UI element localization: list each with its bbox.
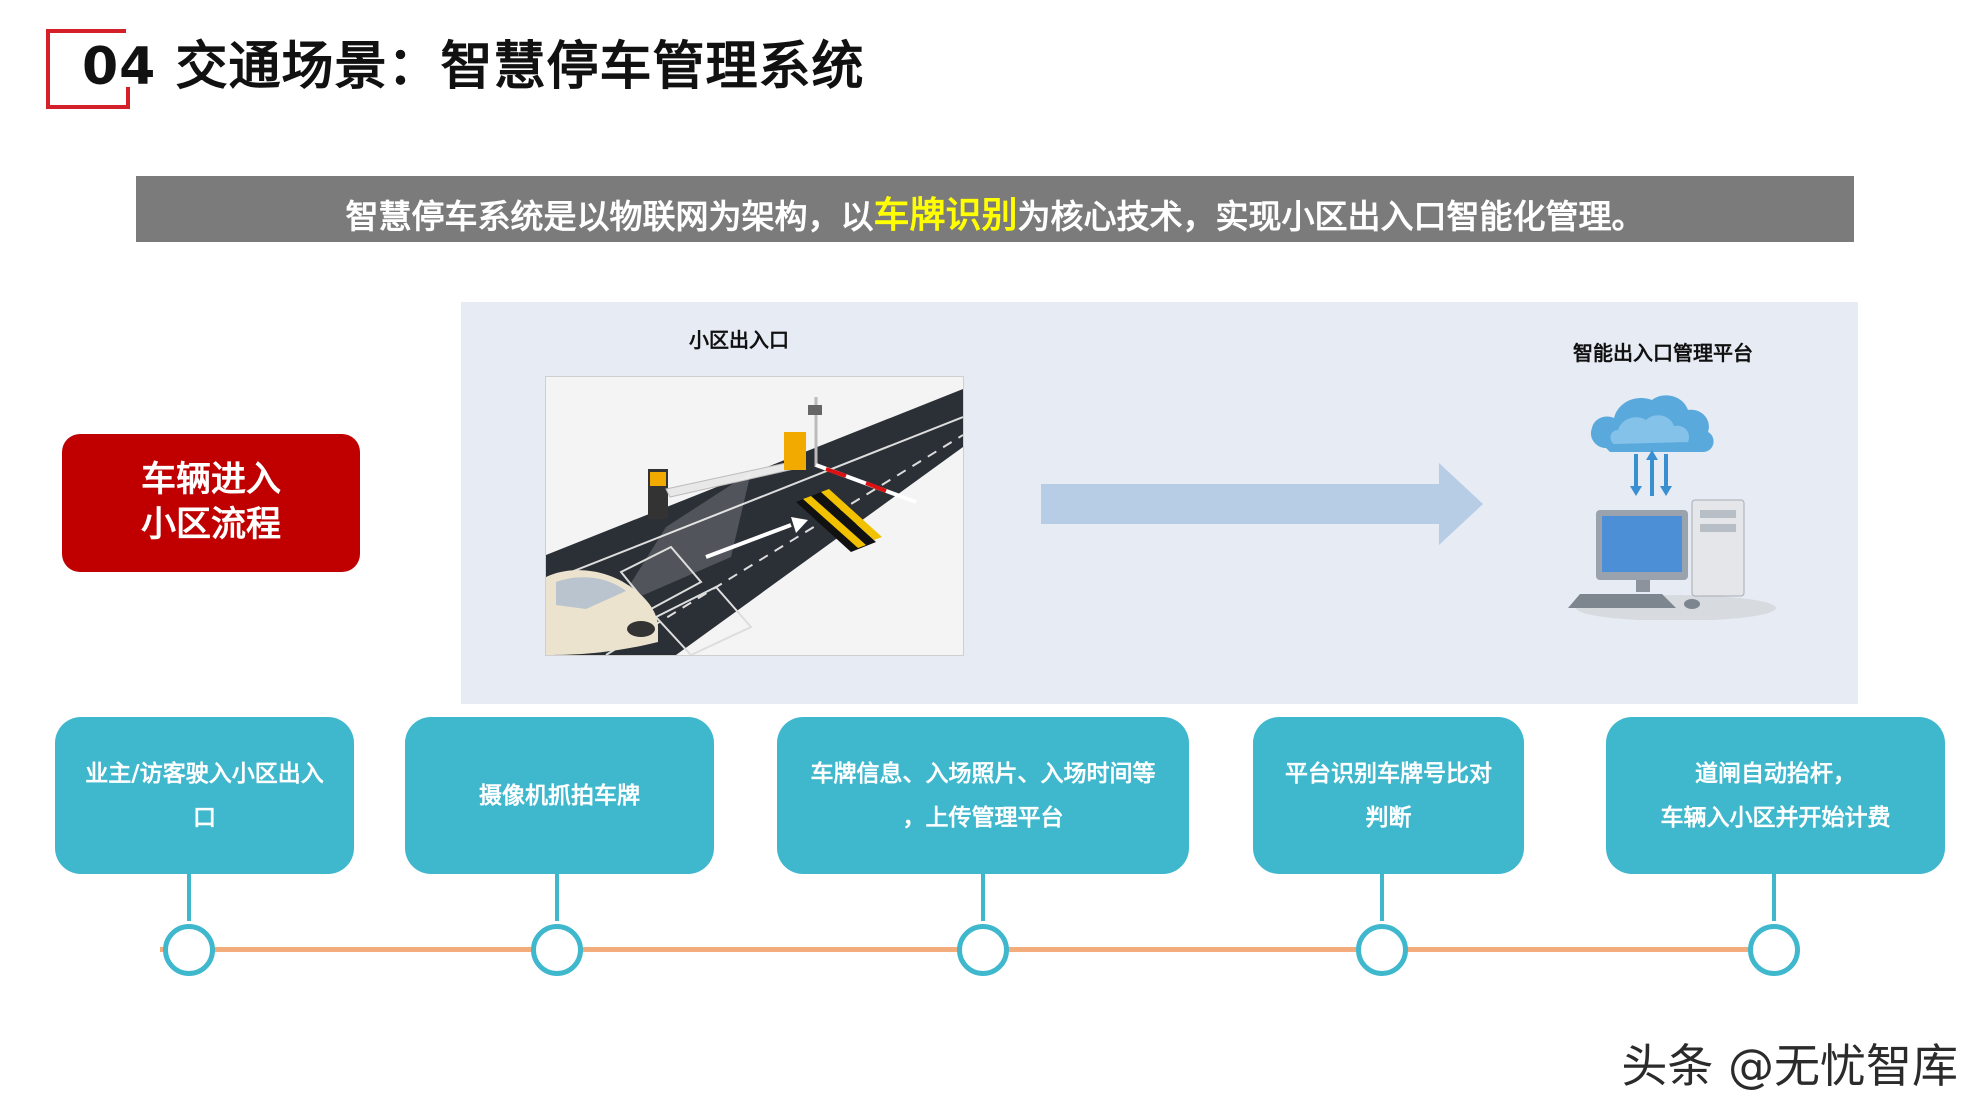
flow-arrow-icon [1041,463,1483,545]
step-5-box: 道闸自动抬杆， 车辆入小区并开始计费 [1606,717,1945,874]
cloud-computer-icon [1568,395,1776,620]
title-bracket-decoration [46,29,130,109]
step-4-box: 平台识别车牌号比对 判断 [1253,717,1524,874]
summary-text: 智慧停车系统是以物联网为架构，以车牌识别为核心技术，实现小区出入口智能化管理。 [136,176,1854,242]
step-2-box: 摄像机抓拍车牌 [405,717,714,874]
parking-gate-scene-icon [546,377,963,655]
step-4-node [1356,924,1408,976]
step-5-line1: 道闸自动抬杆， [1695,760,1856,787]
step-3-line2: ，上传管理平台 [902,804,1064,831]
entrance-label: 小区出入口 [689,328,789,352]
step-5-node [1748,924,1800,976]
step-1-box: 业主/访客驶入小区出入 口 [55,717,354,874]
summary-highlight: 车牌识别 [873,195,1018,236]
flow-title-line1: 车辆进入 [140,460,281,500]
summary-banner: 智慧停车系统是以物联网为架构，以车牌识别为核心技术，实现小区出入口智能化管理。 [136,176,1854,242]
step-1-stem [187,873,191,921]
parking-gate-illustration [545,376,964,656]
step-3-line1: 车牌信息、入场照片、入场时间等 [810,760,1156,787]
flow-title-box: 车辆进入 小区流程 [62,434,360,572]
step-3-stem [981,873,985,921]
step-2-node [531,924,583,976]
step-4-line2: 判断 [1365,804,1412,831]
step-2-line1: 摄像机抓拍车牌 [479,782,640,809]
step-1-line2: 口 [193,804,216,831]
step-5-stem [1772,873,1776,921]
flow-title-line2: 小区流程 [140,505,281,545]
summary-suffix: 为核心技术，实现小区出入口智能化管理。 [1017,197,1645,236]
platform-label: 智能出入口管理平台 [1573,341,1753,365]
step-5-line2: 车辆入小区并开始计费 [1660,804,1891,831]
page-title: 04 交通场景：智慧停车管理系统 [82,37,865,97]
step-3-box: 车牌信息、入场照片、入场时间等 ，上传管理平台 [777,717,1189,874]
step-1-node [163,924,215,976]
summary-prefix: 智慧停车系统是以物联网为架构，以 [345,197,874,236]
step-3-node [957,924,1009,976]
step-1-line1: 业主/访客驶入小区出入 [85,760,324,787]
step-4-stem [1380,873,1384,921]
source-watermark: 头条 @无忧智库 [1621,1039,1958,1093]
step-2-stem [555,873,559,921]
step-4-line1: 平台识别车牌号比对 [1285,760,1492,787]
